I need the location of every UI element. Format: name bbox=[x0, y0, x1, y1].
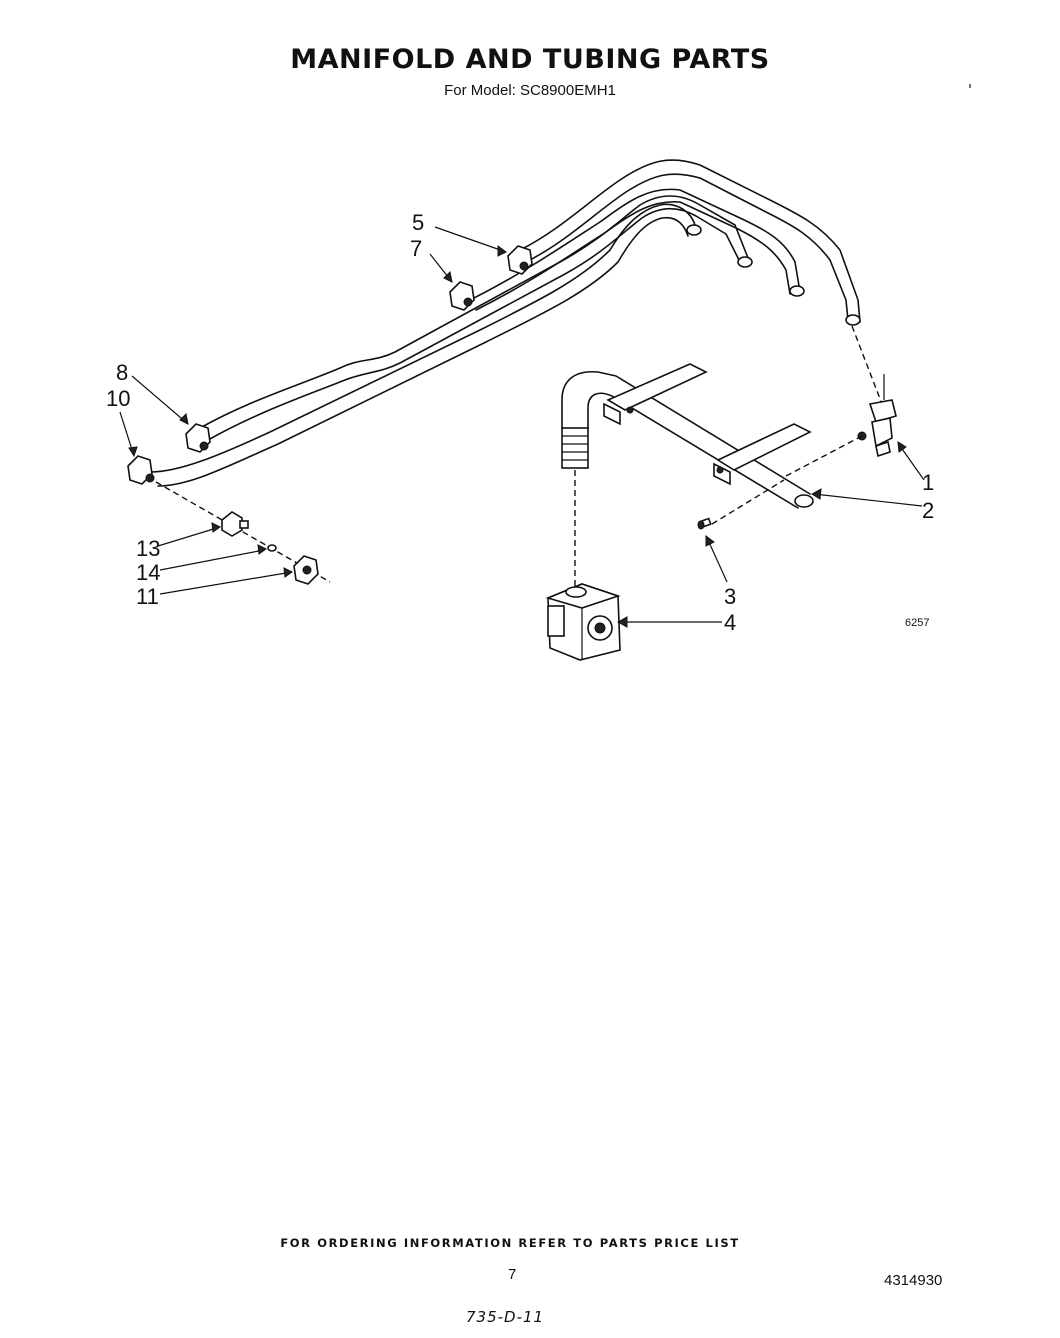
tube-fitting-10 bbox=[127, 455, 155, 485]
model-subtitle: For Model: SC8900EMH1 bbox=[444, 82, 616, 99]
callout-4: 4 bbox=[724, 610, 736, 635]
screw-3 bbox=[697, 479, 785, 530]
page-title: MANIFOLD AND TUBING PARTS bbox=[290, 44, 770, 75]
callout-8: 8 bbox=[116, 360, 128, 385]
callout-leaders bbox=[119, 226, 925, 628]
callout-2: 2 bbox=[922, 498, 934, 523]
ordering-note: FOR ORDERING INFORMATION REFER TO PARTS … bbox=[280, 1236, 740, 1250]
figure-code: 6257 bbox=[905, 617, 929, 629]
burner-tubes bbox=[149, 159, 861, 487]
orifice-hood-14 bbox=[267, 544, 277, 552]
page-number: 7 bbox=[508, 1266, 517, 1283]
callout-7: 7 bbox=[410, 236, 422, 261]
hex-nut-11 bbox=[293, 555, 319, 585]
handwritten-note: 735-D-11 bbox=[466, 1308, 545, 1326]
callout-13: 13 bbox=[136, 536, 160, 561]
callout-3: 3 bbox=[724, 584, 736, 609]
document-number: 4314930 bbox=[884, 1272, 943, 1289]
tube-fitting-5 bbox=[507, 245, 533, 275]
callout-10: 10 bbox=[106, 386, 130, 411]
tube-fitting-8 bbox=[185, 423, 211, 453]
callout-5: 5 bbox=[412, 210, 424, 235]
callout-14: 14 bbox=[136, 560, 160, 585]
manifold-pipe bbox=[561, 363, 814, 509]
callout-11: 11 bbox=[136, 584, 159, 609]
valve-1 bbox=[851, 325, 897, 458]
regulator-4 bbox=[545, 583, 621, 661]
tube-fitting-7 bbox=[449, 281, 475, 311]
orifice-spud-13 bbox=[221, 511, 249, 537]
callout-1: 1 bbox=[922, 470, 934, 495]
